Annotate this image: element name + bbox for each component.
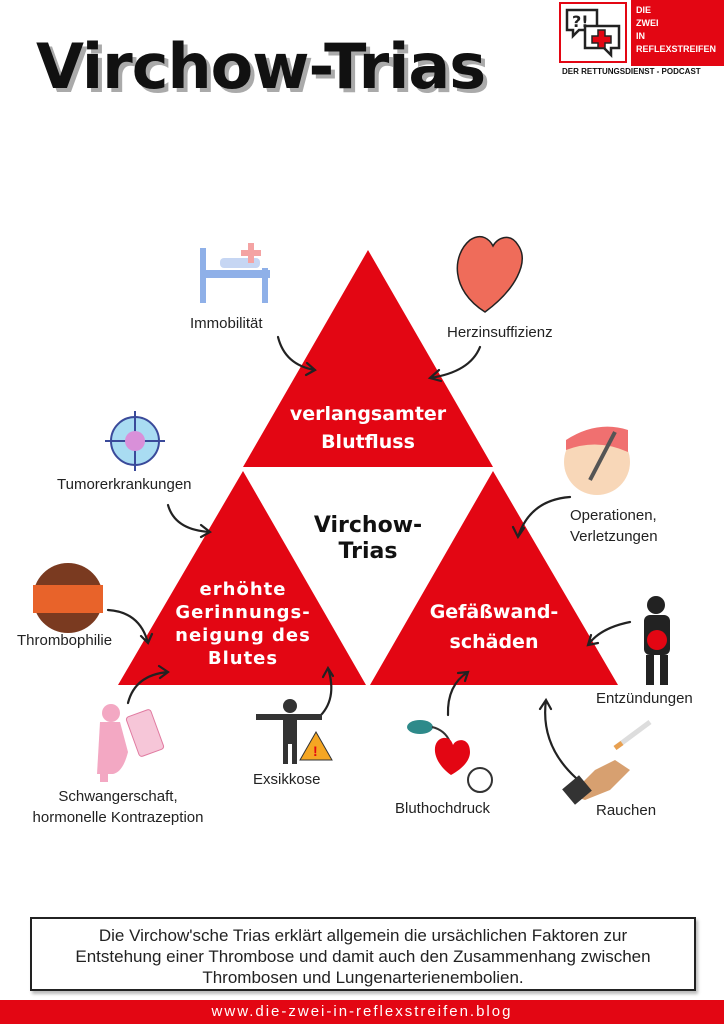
label-gerinnungsneigung: erhöhte Gerinnungs- neigung des Blutes — [158, 578, 328, 670]
tri-line: Gerinnungs- — [175, 602, 311, 623]
tri-line: Blutfluss — [321, 431, 415, 453]
factor-bluthochdruck: Bluthochdruck — [395, 800, 491, 817]
factor-rauchen: Rauchen — [596, 802, 657, 819]
arrow-immobilitaet — [276, 335, 317, 377]
triangle-left — [118, 471, 366, 685]
factor-immobilitaet: Immobilität — [190, 315, 263, 332]
arrow-blutdruck — [446, 670, 470, 717]
arrow-entz — [586, 620, 632, 647]
center-line: Trias — [338, 539, 398, 564]
factor-exsikkose: Exsikkose — [253, 771, 321, 788]
dehydrated-person-icon: ! — [256, 699, 333, 764]
arrow-op — [511, 495, 572, 540]
pregnant-woman-icon — [97, 704, 165, 782]
description-box: Die Virchow'sche Trias erklärt allgemein… — [30, 917, 696, 991]
tri-line: Blutes — [207, 648, 279, 669]
incision-icon — [564, 426, 630, 495]
logo-line: DIE — [636, 5, 652, 15]
blood-pressure-icon — [407, 720, 493, 793]
hospital-bed-icon — [200, 243, 270, 303]
factor-operationen: Operationen, Verletzungen — [570, 505, 658, 547]
triangle-top — [243, 250, 493, 467]
tri-line: Gefäßwand- — [429, 601, 559, 623]
svg-text:!: ! — [313, 743, 318, 759]
logo-subtitle: DER RETTUNGSDIENST - PODCAST — [562, 67, 701, 76]
tri-line: erhöhte — [199, 579, 287, 600]
logo-line: REFLEXSTREIFEN — [636, 44, 717, 54]
arrow-tumor — [166, 503, 212, 539]
factor-entzuendungen: Entzündungen — [596, 690, 693, 707]
cigarette-hand-icon — [562, 719, 652, 805]
arrow-schwanger — [126, 664, 170, 705]
arrow-herz — [427, 345, 482, 383]
factor-line: Schwangerschaft, — [58, 788, 178, 805]
footer-url[interactable]: www.die-zwei-in-reflexstreifen.blog — [0, 1000, 724, 1024]
description-line: Die Virchow'sche Trias erklärt allgemein… — [98, 926, 628, 945]
podcast-logo: ?! DIE ZWEI IN REFLEXSTREIFEN DER RETTUN… — [557, 0, 724, 78]
factor-thrombophilie: Thrombophilie — [17, 632, 113, 649]
label-gefaesswandschaeden: Gefäßwand- schäden — [414, 597, 574, 657]
description-line: Entstehung einer Thrombose und damit auc… — [75, 947, 651, 966]
center-line: Virchow- — [313, 513, 423, 538]
description-line: Thrombosen und Lungenarterienembolien. — [202, 968, 524, 987]
tri-line: schäden — [449, 631, 539, 653]
logo-line: IN — [636, 31, 645, 41]
factor-line: hormonelle Kontrazeption — [32, 809, 204, 826]
factor-line: Verletzungen — [570, 528, 658, 545]
factor-herzinsuffizienz: Herzinsuffizienz — [447, 324, 553, 341]
inflamed-person-icon — [644, 596, 670, 685]
factor-schwangerschaft: Schwangerschaft, hormonelle Kontrazeptio… — [16, 786, 220, 828]
triangle-right — [370, 471, 618, 685]
tumor-target-icon — [105, 411, 165, 471]
blood-vessel-icon — [33, 563, 103, 633]
page-title: Virchow-Trias — [36, 30, 486, 103]
arrow-thrombo — [106, 608, 154, 645]
factor-line: Operationen, — [570, 507, 657, 524]
center-label: Virchow- Trias — [288, 513, 448, 565]
speech-bubble-icon: ?! — [559, 2, 627, 63]
factor-tumorerkrankungen: Tumorerkrankungen — [57, 476, 192, 493]
arrows — [106, 335, 632, 780]
logo-line: ZWEI — [636, 18, 659, 28]
tri-line: neigung des — [175, 625, 311, 646]
arrow-rauchen — [538, 697, 578, 780]
label-verlangsamter-blutfluss: verlangsamter Blutfluss — [268, 400, 468, 456]
tri-line: verlangsamter — [289, 403, 447, 425]
heart-icon — [456, 235, 523, 313]
